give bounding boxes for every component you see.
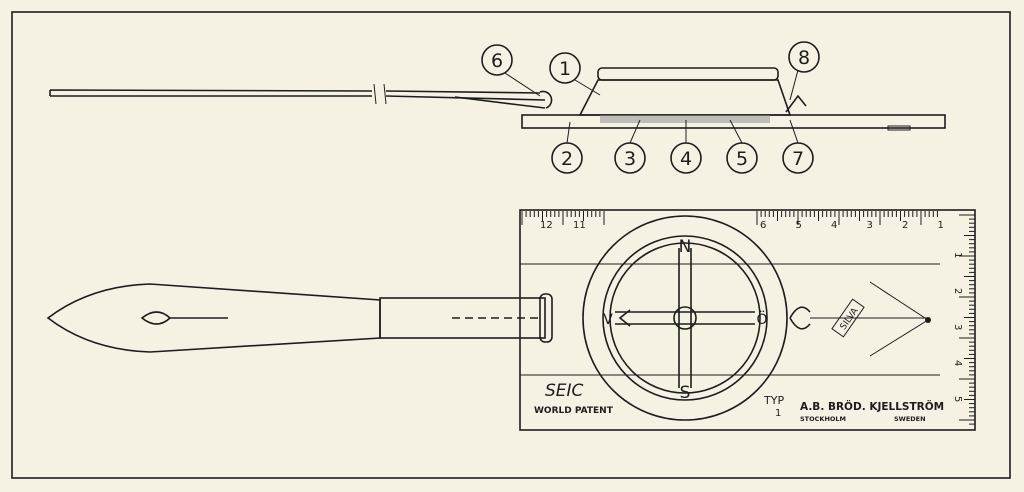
ruler-label: 3 [867, 220, 873, 231]
direction-line [810, 281, 930, 357]
east-label: Ö [756, 310, 767, 328]
compass-cross [615, 248, 755, 388]
sight-clip [785, 94, 807, 113]
shaft-hinge [539, 293, 553, 343]
callout-5: 5 [726, 119, 758, 174]
handle-rod [49, 89, 546, 101]
base-notch [887, 125, 911, 131]
ruler-label: 2 [902, 220, 908, 231]
compass-housing [578, 79, 792, 116]
ruler-label: 5 [796, 220, 802, 231]
callout-2: 2 [551, 121, 583, 174]
callout-8: 8 [788, 41, 820, 101]
sight-clip-plan [789, 306, 811, 330]
housing-base [600, 115, 770, 123]
maker-country: SWEDEN [894, 415, 926, 423]
hinge [454, 90, 553, 109]
callout-label: 7 [792, 148, 804, 170]
side-view: 1 2 3 4 5 6 7 8 [49, 41, 946, 174]
type-number: 1 [775, 408, 781, 419]
callout-3: 3 [614, 119, 646, 174]
ruler-label: 1 [952, 252, 963, 258]
drawing-frame [11, 11, 1011, 479]
south-label: S [680, 383, 691, 403]
compass-pivot [673, 306, 697, 330]
callout-label: 4 [680, 148, 692, 170]
callout-label: 1 [559, 58, 571, 80]
callout-label: 6 [491, 50, 503, 72]
bezel-ridges [597, 67, 779, 81]
brand-logo: SEIC [545, 381, 584, 401]
ruler-label: 2 [952, 288, 963, 294]
ruler-label: 6 [760, 220, 766, 231]
callout-label: 2 [561, 148, 573, 170]
ruler-label: 4 [952, 360, 963, 366]
type-label: TYP [763, 394, 784, 407]
ruler-label: 5 [952, 396, 963, 402]
callout-1: 1 [549, 52, 601, 96]
break-marks [373, 83, 387, 105]
callout-label: 5 [736, 148, 748, 170]
callout-7: 7 [782, 119, 814, 174]
callout-label: 3 [624, 148, 636, 170]
maker-city: STOCKHOLM [800, 415, 846, 423]
north-label: N [679, 237, 692, 257]
compass-capsule [609, 242, 761, 394]
compass-bezel-outer [582, 215, 788, 421]
west-label: V [603, 312, 613, 328]
ruler-label: 4 [831, 220, 837, 231]
compass-bezel-inner [602, 235, 768, 401]
patent-text: WORLD PATENT [534, 406, 614, 416]
ruler-label: 11 [573, 220, 586, 231]
handle-shaft [379, 297, 546, 339]
callout-6: 6 [481, 44, 541, 97]
west-arrow-icon [618, 309, 631, 327]
base-plate-plan [519, 209, 976, 431]
ruler-label: 1 [938, 220, 944, 231]
ruler-label: 3 [952, 324, 963, 330]
callout-4: 4 [670, 120, 702, 174]
callout-label: 8 [798, 47, 810, 69]
handle-hole [140, 311, 228, 325]
maker-name: A.B. BRÖD. KJELLSTRÖM [800, 399, 944, 413]
ruler-label: 12 [540, 220, 553, 231]
